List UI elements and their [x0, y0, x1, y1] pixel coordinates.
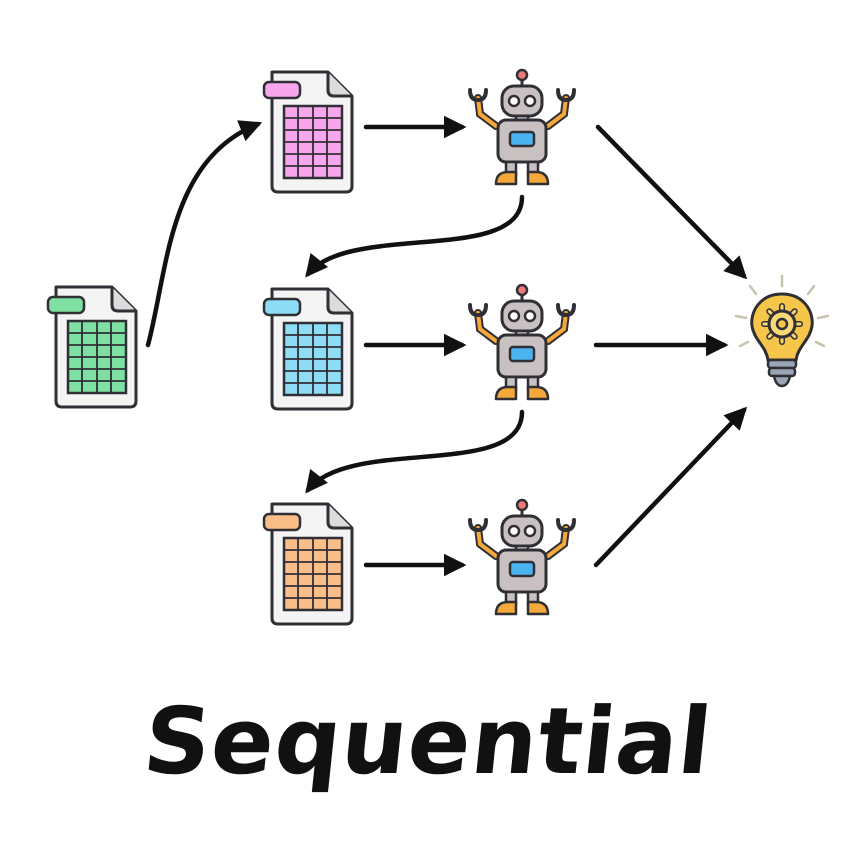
- edge-agent-3-to-result: [593, 406, 748, 568]
- arrows: [145, 115, 748, 577]
- edge-source-to-document-1: [145, 120, 263, 348]
- agent-2-robot-icon: [468, 283, 576, 401]
- diagram-caption: Sequential: [138, 688, 718, 795]
- agent-3-robot-icon: [468, 498, 576, 616]
- agent-1-robot-icon: [468, 68, 576, 186]
- edge-agent-1-to-document-2: [305, 194, 525, 278]
- source-document-spreadsheet-icon: [46, 285, 138, 409]
- document-3-spreadsheet-icon: [262, 502, 354, 626]
- edge-agent-2-to-document-3: [305, 409, 525, 494]
- document-2-spreadsheet-icon: [262, 287, 354, 411]
- result-lightbulb-gear-icon: [734, 274, 830, 388]
- document-1-spreadsheet-icon: [262, 70, 354, 194]
- edge-agent-1-to-result: [595, 124, 748, 280]
